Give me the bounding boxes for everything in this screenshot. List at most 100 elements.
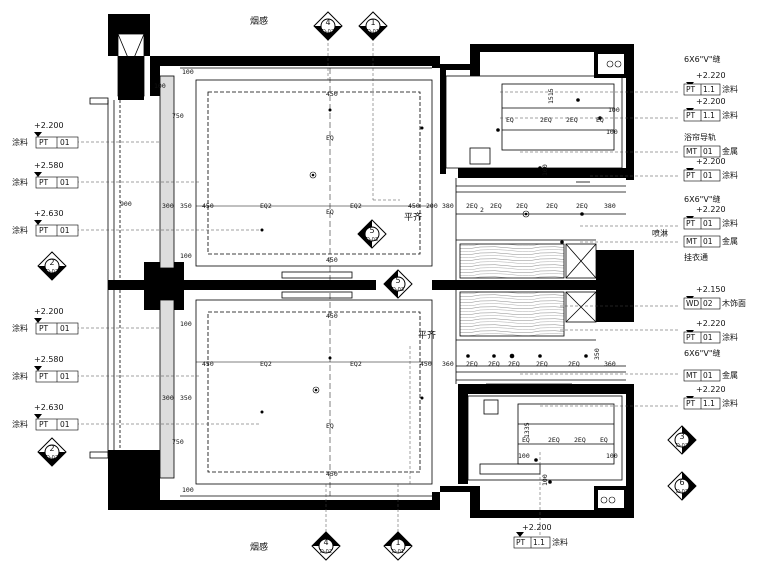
finish-tag-left: +2.200 涂料 PT 01 xyxy=(12,307,79,335)
level-text: +2.580 xyxy=(34,355,64,364)
smoke-detector-label: 烟感 xyxy=(250,15,268,27)
level-text: +2.200 xyxy=(696,157,726,166)
finish-code: MT xyxy=(686,371,697,380)
dim: 350 xyxy=(180,394,192,402)
level-text: +2.150 xyxy=(696,285,726,294)
finish-code: PT xyxy=(39,372,49,381)
dim: EQ2 xyxy=(350,360,362,368)
marker-ref: D-01 xyxy=(367,29,379,35)
dim: 2EQ xyxy=(566,116,578,124)
level-text: +2.220 xyxy=(696,319,726,328)
marker-num: 3 xyxy=(679,432,684,441)
dim: EQ xyxy=(326,208,334,216)
finish-tag-left: +2.630 涂料 PT 01 xyxy=(12,209,79,237)
finish-code: PT xyxy=(39,324,49,333)
dim: 1515 xyxy=(547,88,555,104)
finish-code: PT xyxy=(39,420,49,429)
dim: 100 xyxy=(606,452,618,460)
finish-code: PT xyxy=(516,538,526,547)
marker-num: 4 xyxy=(323,538,328,547)
marker-num: 2 xyxy=(49,258,54,267)
dim: 2EQ xyxy=(540,116,552,124)
level-text: +2.630 xyxy=(34,209,64,218)
dim: 450 xyxy=(326,90,338,98)
finish-tag-left: +2.200 涂料 PT 01 xyxy=(12,121,79,149)
finish-tag-right: +2.220 PT 01 涂料 xyxy=(683,205,738,230)
dim: 450 xyxy=(202,360,214,368)
finish-code: PT xyxy=(39,178,49,187)
level-text: +2.200 xyxy=(696,97,726,106)
dim: 2EQ xyxy=(574,436,586,444)
dim: 100 xyxy=(154,82,166,90)
finish-tag-right: MT 01 金属 xyxy=(683,235,738,248)
finish-tag-left: +2.580 涂料 PT 01 xyxy=(12,355,79,383)
level-text: +2.220 xyxy=(696,71,726,80)
dim: EQ xyxy=(600,436,608,444)
dim: 350 xyxy=(593,348,601,360)
dim: EQ2 xyxy=(260,202,272,210)
finish-code: MT xyxy=(686,147,697,156)
dim: 900 xyxy=(120,200,132,208)
dim: 100 xyxy=(180,252,192,260)
marker-ref: D-02 xyxy=(46,455,58,461)
dim: 100 xyxy=(182,68,194,76)
finish-num: 01 xyxy=(60,226,70,235)
finish-name: 涂料 xyxy=(722,332,738,342)
section-marker: 2 D-02 xyxy=(37,437,67,467)
dim: 2EQ xyxy=(488,360,500,368)
dim: 200 xyxy=(426,202,438,210)
dim: 360 xyxy=(604,360,616,368)
finish-name: 金属 xyxy=(722,146,738,156)
section-marker: 4 D-02 xyxy=(313,11,343,41)
section-marker: 3 D-03 xyxy=(667,425,697,455)
finish-num: 1.1 xyxy=(703,85,715,94)
finish-num: 1.1 xyxy=(703,399,715,408)
finish-num: 1.1 xyxy=(703,111,715,120)
dim: EQ xyxy=(326,422,334,430)
level-text: +2.580 xyxy=(34,161,64,170)
dim: 300 xyxy=(162,202,174,210)
finish-tag-right: +2.220 PT 01 涂料 xyxy=(683,319,738,344)
finish-name: 涂料 xyxy=(722,398,738,408)
level-text: +2.220 xyxy=(696,385,726,394)
finish-name: 涂料 xyxy=(722,110,738,120)
finish-tag-right: +2.220 PT 1.1 涂料 xyxy=(683,71,738,96)
finish-num: 01 xyxy=(60,178,70,187)
dim: 300 xyxy=(162,394,174,402)
v-joint-note: 6X6"V"缝 xyxy=(684,54,721,64)
finish-num: 01 xyxy=(703,147,713,156)
finish-tag-left: +2.580 涂料 PT 01 xyxy=(12,161,79,189)
dim: 380 xyxy=(442,202,454,210)
finish-code: PT xyxy=(686,399,696,408)
marker-ref: D-01 xyxy=(392,549,404,555)
marker-ref: D-03 xyxy=(366,237,378,243)
dim: 2EQ xyxy=(536,360,548,368)
finish-code: MT xyxy=(686,237,697,246)
level-text: +2.200 xyxy=(34,307,64,316)
dim: EQ xyxy=(326,134,334,142)
dim: 2EQ xyxy=(508,360,520,368)
section-marker: 5 D-03 xyxy=(383,269,413,299)
finish-num: 01 xyxy=(60,372,70,381)
dim: EQ xyxy=(506,116,514,124)
finish-num: 01 xyxy=(60,138,70,147)
dim: EQ xyxy=(596,116,604,124)
marker-ref: D-03 xyxy=(676,489,688,495)
dim: 750 xyxy=(172,438,184,446)
marker-ref: D-02 xyxy=(46,269,58,275)
finish-tag-right: MT 01 金属 xyxy=(683,369,738,382)
finish-name: 涂料 xyxy=(12,137,28,147)
dim: 450 xyxy=(408,202,420,210)
finish-name: 金属 xyxy=(722,236,738,246)
dim: 2EQ xyxy=(466,360,478,368)
dim: 2EQ xyxy=(548,436,560,444)
marker-ref: D-03 xyxy=(392,287,404,293)
finish-name: 涂料 xyxy=(12,225,28,235)
section-marker: 2 D-02 xyxy=(37,251,67,281)
marker-num: 1 xyxy=(395,538,400,547)
finish-num: 01 xyxy=(60,420,70,429)
marker-num: 1 xyxy=(370,18,375,27)
dim: 100 xyxy=(541,474,549,486)
marker-ref: D-03 xyxy=(676,443,688,449)
